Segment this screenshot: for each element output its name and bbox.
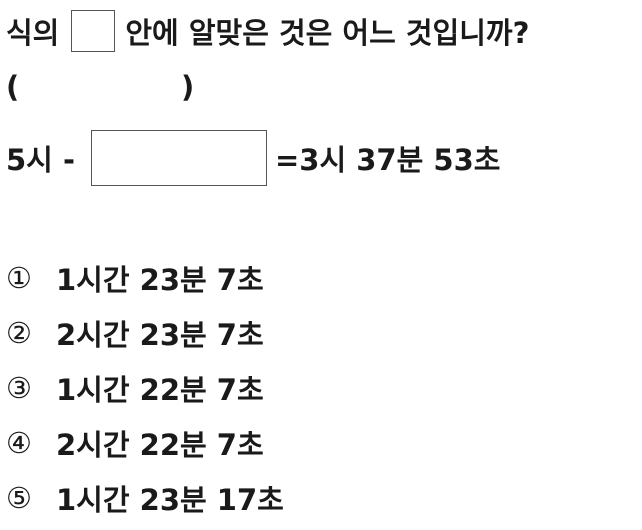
blank-box-symbol: [71, 10, 116, 52]
answer-paren-open: (: [6, 70, 20, 104]
choice-text: 1시간 23분 17초: [56, 482, 284, 517]
choice-5[interactable]: ⑤ 1시간 23분 17초: [6, 470, 284, 525]
choice-number: ①: [6, 260, 32, 295]
choice-text: 2시간 22분 7초: [56, 427, 264, 462]
question-suffix: 안에 알맞은 것은 어느 것입니까?: [125, 16, 530, 50]
equation-right: =3시 37분 53초: [275, 143, 501, 177]
choice-number: ②: [6, 315, 32, 350]
equation: 5시 - =3시 37분 53초: [6, 130, 500, 186]
choice-text: 1시간 23분 7초: [56, 262, 264, 297]
answer-blank-box[interactable]: [91, 130, 267, 186]
equation-left: 5시 -: [6, 143, 75, 177]
answer-paren-close: ): [181, 70, 195, 104]
choice-1[interactable]: ① 1시간 23분 7초: [6, 250, 284, 305]
choice-2[interactable]: ② 2시간 23분 7초: [6, 305, 284, 360]
choice-number: ⑤: [6, 480, 32, 515]
question-text: 식의 안에 알맞은 것은 어느 것입니까?: [6, 10, 529, 52]
choice-text: 1시간 22분 7초: [56, 372, 264, 407]
choice-number: ④: [6, 425, 32, 460]
choice-text: 2시간 23분 7초: [56, 317, 264, 352]
choice-list: ① 1시간 23분 7초 ② 2시간 23분 7초 ③ 1시간 22분 7초 ④…: [6, 250, 284, 525]
choice-4[interactable]: ④ 2시간 22분 7초: [6, 415, 284, 470]
question-prefix: 식의: [6, 16, 60, 50]
choice-number: ③: [6, 370, 32, 405]
choice-3[interactable]: ③ 1시간 22분 7초: [6, 360, 284, 415]
